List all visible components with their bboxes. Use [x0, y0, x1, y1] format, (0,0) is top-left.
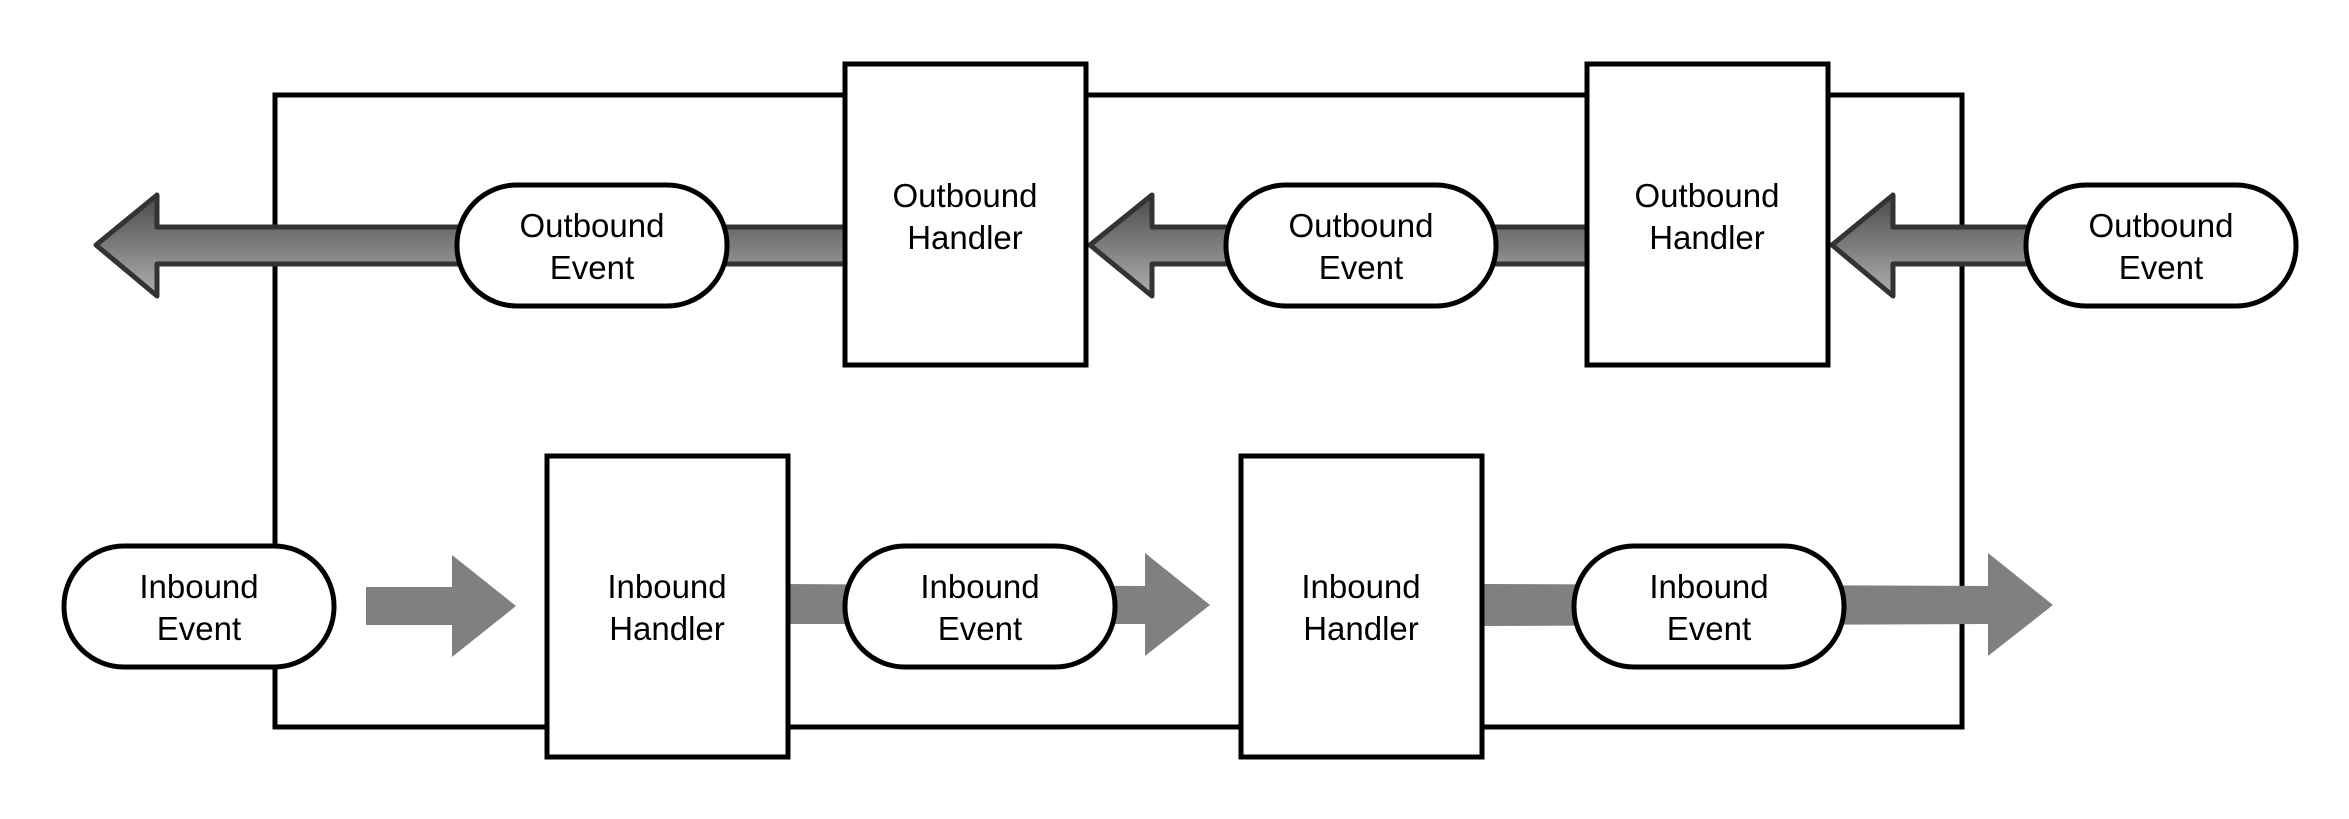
- outbound-event[interactable]: Outbound Event: [1223, 182, 1499, 309]
- event-label-line1: Outbound: [1289, 207, 1434, 244]
- event-label-line1: Inbound: [1649, 568, 1768, 605]
- outbound-handler[interactable]: Outbound Handler: [1584, 61, 1831, 368]
- event-pill: [2023, 182, 2299, 309]
- inbound-handler-box: [544, 453, 791, 760]
- inbound-handler[interactable]: Inbound Handler: [544, 453, 791, 760]
- event-label-line1: Outbound: [2089, 207, 2234, 244]
- handler-label-line1: Inbound: [1301, 568, 1420, 605]
- event-pill: [1223, 182, 1499, 309]
- inbound-handler-box: [1238, 453, 1485, 760]
- outbound-handler[interactable]: Outbound Handler: [842, 61, 1089, 368]
- outbound-arrow-right: [1829, 192, 2043, 299]
- event-label-line2: Event: [550, 249, 634, 286]
- event-label-line1: Inbound: [139, 568, 258, 605]
- outbound-event[interactable]: Outbound Event: [454, 182, 730, 309]
- inbound-event[interactable]: Inbound Event: [842, 543, 1118, 670]
- handler-label-line2: Handler: [609, 610, 725, 647]
- event-label-line2: Event: [1667, 610, 1751, 647]
- event-pill: [61, 543, 337, 670]
- event-label-line1: Outbound: [520, 207, 665, 244]
- event-label-line1: Inbound: [920, 568, 1039, 605]
- outbound-handler-box: [1584, 61, 1831, 368]
- handler-label-line1: Inbound: [607, 568, 726, 605]
- handler-label-line2: Handler: [1303, 610, 1419, 647]
- event-pill: [1571, 543, 1847, 670]
- handler-label-line2: Handler: [907, 219, 1023, 256]
- event-pill: [454, 182, 730, 309]
- inbound-event[interactable]: Inbound Event: [61, 543, 337, 670]
- pipeline-frame: [272, 92, 1965, 730]
- inbound-handler[interactable]: Inbound Handler: [1238, 453, 1485, 760]
- inbound-arrow-entry: [366, 555, 516, 657]
- event-label-line2: Event: [157, 610, 241, 647]
- event-label-line2: Event: [2119, 249, 2203, 286]
- inbound-event[interactable]: Inbound Event: [1571, 543, 1847, 670]
- event-pill: [842, 543, 1118, 670]
- handler-label-line1: Outbound: [1635, 177, 1780, 214]
- event-label-line2: Event: [1319, 249, 1403, 286]
- event-label-line2: Event: [938, 610, 1022, 647]
- handler-label-line1: Outbound: [893, 177, 1038, 214]
- outbound-event[interactable]: Outbound Event: [2023, 182, 2299, 309]
- outbound-handler-box: [842, 61, 1089, 368]
- handler-label-line2: Handler: [1649, 219, 1765, 256]
